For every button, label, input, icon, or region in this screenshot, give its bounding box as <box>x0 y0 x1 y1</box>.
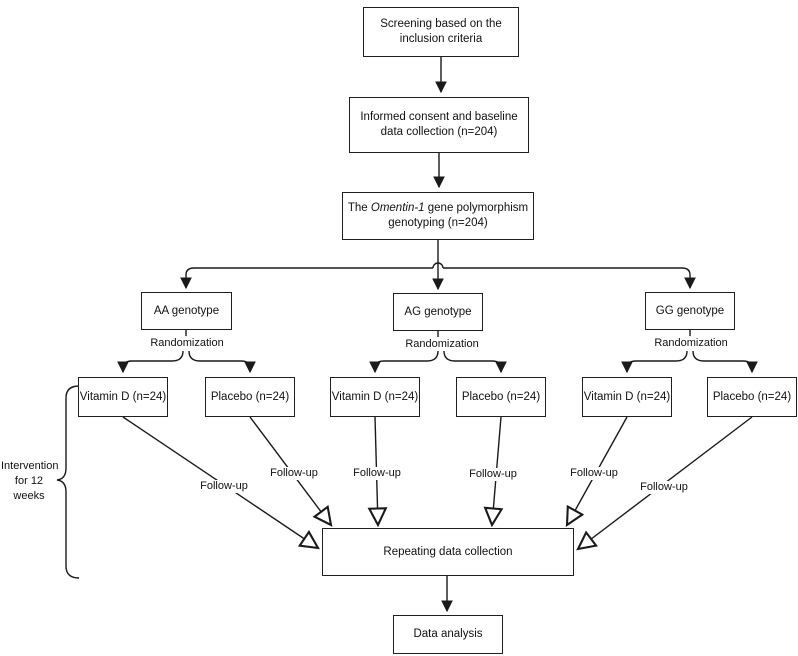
vitamin-d-box-ag: Vitamin D (n=24) <box>330 377 420 417</box>
fork-gg-placebo <box>692 350 758 374</box>
intervention-brace <box>56 385 80 579</box>
split-line-right <box>443 267 696 290</box>
genotyping-prefix: The <box>347 202 371 215</box>
split-line-left <box>180 267 433 290</box>
data-analysis-label: Data analysis <box>413 628 483 641</box>
followup-label-pl3: Follow-up <box>637 481 691 495</box>
placebo-box-gg: Placebo (n=24) <box>707 377 797 417</box>
placebo-label-ag: Placebo (n=24) <box>461 390 541 403</box>
screening-box: Screening based on the inclusion criteri… <box>363 7 519 57</box>
placebo-label-gg: Placebo (n=24) <box>712 390 792 403</box>
fork-ag-placebo <box>443 350 507 374</box>
vitamin-d-label-gg: Vitamin D (n=24) <box>583 390 671 403</box>
placebo-box-aa: Placebo (n=24) <box>205 377 295 417</box>
ag-genotype-box: AG genotype <box>393 293 483 331</box>
vitamin-d-box-gg: Vitamin D (n=24) <box>582 377 672 417</box>
aa-genotype-box: AA genotype <box>141 292 232 330</box>
genotyping-label: The Omentin-1 gene polymorphism genotypi… <box>346 201 530 231</box>
screening-label: Screening based on the inclusion criteri… <box>380 18 502 45</box>
fork-gg-vitamin-d <box>621 350 688 374</box>
placebo-box-ag: Placebo (n=24) <box>456 377 546 417</box>
vitamin-d-box-aa: Vitamin D (n=24) <box>78 377 168 417</box>
aa-genotype-label: AA genotype <box>153 304 220 317</box>
split-line-hop <box>432 262 444 269</box>
followup-label-vd2: Follow-up <box>350 467 404 481</box>
placebo-label-aa: Placebo (n=24) <box>210 390 290 403</box>
genotyping-suffix: gene polymorphism genotyping (n=204) <box>388 202 529 229</box>
randomization-label-aa: Randomization <box>146 337 228 351</box>
followup-label-pl2: Follow-up <box>466 468 520 482</box>
gg-genotype-label: GG genotype <box>655 304 725 317</box>
data-analysis-box: Data analysis <box>393 615 503 654</box>
fork-aa-vitamin-d <box>117 350 184 374</box>
repeating-data-collection-box: Repeating data collection <box>322 528 574 576</box>
intervention-duration-label: Intervention for 12 weeks <box>1 460 59 502</box>
vitamin-d-label-aa: Vitamin D (n=24) <box>79 390 167 403</box>
fork-ag-vitamin-d <box>369 350 439 374</box>
vitamin-d-label-ag: Vitamin D (n=24) <box>331 390 419 403</box>
consent-baseline-box: Informed consent and baseline data colle… <box>349 97 529 153</box>
fork-aa-placebo <box>188 350 256 374</box>
randomization-label-ag: Randomization <box>401 338 483 352</box>
genotyping-box: The Omentin-1 gene polymorphism genotypi… <box>342 192 534 240</box>
ag-genotype-label: AG genotype <box>404 305 472 318</box>
followup-label-pl1: Follow-up <box>267 467 321 481</box>
consent-baseline-label: Informed consent and baseline data colle… <box>360 111 518 138</box>
randomization-label-gg: Randomization <box>650 337 732 351</box>
gg-genotype-box: GG genotype <box>645 292 735 330</box>
repeating-data-collection-label: Repeating data collection <box>383 545 513 558</box>
followup-label-vd3: Follow-up <box>567 467 621 481</box>
gene-name: Omentin-1 <box>370 202 425 215</box>
followup-label-vd1: Follow-up <box>197 480 251 494</box>
